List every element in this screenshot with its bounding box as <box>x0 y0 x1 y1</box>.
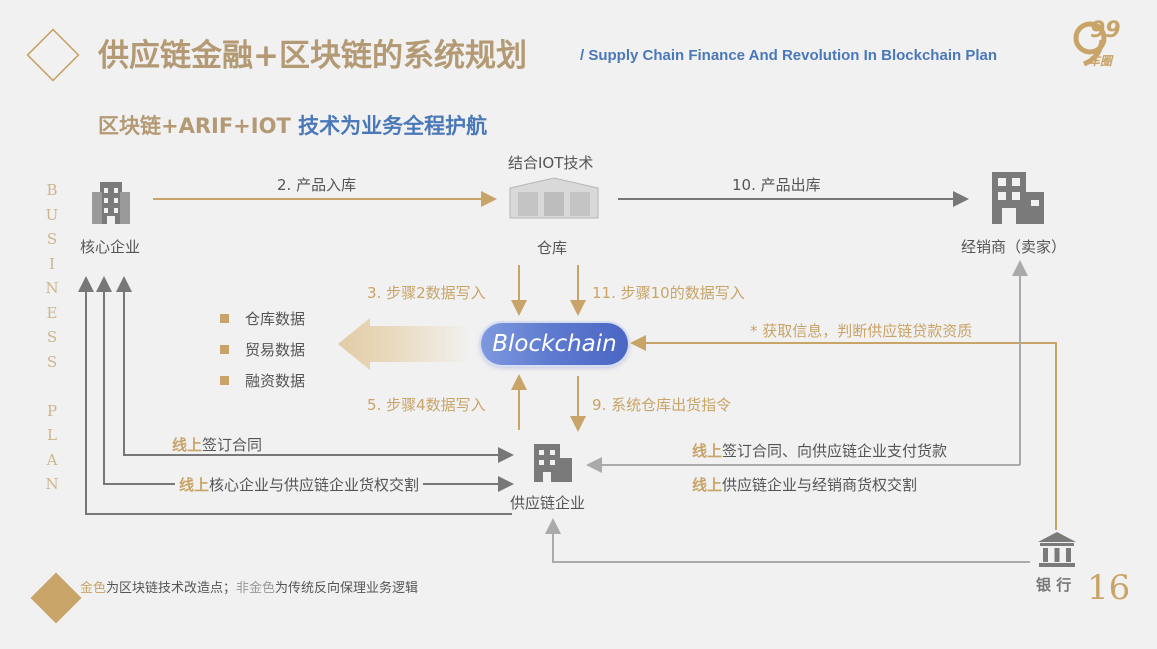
arrow-bank-to-blockchain <box>630 335 1057 530</box>
node-warehouse: 仓库 <box>537 239 568 257</box>
logo-text: 车圈 <box>1088 54 1113 68</box>
data-list-item: 仓库数据 <box>220 308 305 329</box>
blockchain-node: Blockchain <box>481 323 628 365</box>
arrow-bank-to-supplier <box>545 518 1030 563</box>
edge-label-bank-sign: 线上签订合同、向供应链企业支付货款 <box>692 442 948 460</box>
edge-label-5: 5. 步骤4数据写入 <box>367 396 486 414</box>
arrow-core-sign-contract <box>116 276 512 456</box>
big-arrow-to-data <box>338 318 470 370</box>
bullet-icon <box>220 376 229 385</box>
edge-label-11: 11. 步骤10的数据写入 <box>592 284 745 302</box>
section-subtitle: 区块链+ARIF+IOT 技术为业务全程护航 <box>98 114 488 138</box>
logo-icon <box>1073 21 1107 66</box>
data-list-item: 融资数据 <box>220 370 305 391</box>
logo-number: 99 <box>1090 18 1121 43</box>
edge-label-bank-info: * 获取信息，判断供应链贷款资质 <box>750 322 973 340</box>
edge-label-2: 2. 产品入库 <box>277 176 357 194</box>
office-building-icon <box>992 172 1044 224</box>
page-number: 16 <box>1087 568 1131 608</box>
business-plan-vertical-text: B U S I N E S S P L A N <box>45 181 59 493</box>
page-title: 供应链金融+区块链的系统规划 <box>98 38 527 74</box>
warehouse-icon <box>509 177 599 219</box>
node-bank: 银 行 <box>1036 576 1072 594</box>
edge-label-sign-contract: 线上签订合同 <box>172 436 263 454</box>
bank-icon <box>1038 532 1076 567</box>
node-core-enterprise: 核心企业 <box>80 238 141 256</box>
node-iot-label: 结合IOT技术 <box>508 154 594 172</box>
edge-label-3: 3. 步骤2数据写入 <box>367 284 486 302</box>
edge-label-dealer-delivery: 线上供应链企业与经销商货权交割 <box>692 476 918 494</box>
edge-label-10: 10. 产品出库 <box>732 176 821 194</box>
arrow-supplier-to-core <box>78 276 512 515</box>
data-list-item: 贸易数据 <box>220 339 305 360</box>
node-supply-chain-enterprise: 供应链企业 <box>510 494 586 512</box>
arrow-core-delivery <box>96 276 512 485</box>
edge-label-9: 9. 系统仓库出货指令 <box>592 396 732 414</box>
page-title-english: / Supply Chain Finance And Revolution In… <box>580 47 997 64</box>
building-icon <box>534 444 572 482</box>
diamond-icon <box>30 572 82 624</box>
bullet-icon <box>220 314 229 323</box>
building-icon <box>92 182 130 224</box>
node-dealer: 经销商（卖家） <box>961 238 1067 256</box>
edge-label-core-delivery: 线上核心企业与供应链企业货权交割 <box>175 474 424 495</box>
bullet-icon <box>220 345 229 354</box>
footer-note: 金色为区块链技术改造点；非金色为传统反向保理业务逻辑 <box>80 581 419 596</box>
diamond-icon <box>26 28 80 82</box>
